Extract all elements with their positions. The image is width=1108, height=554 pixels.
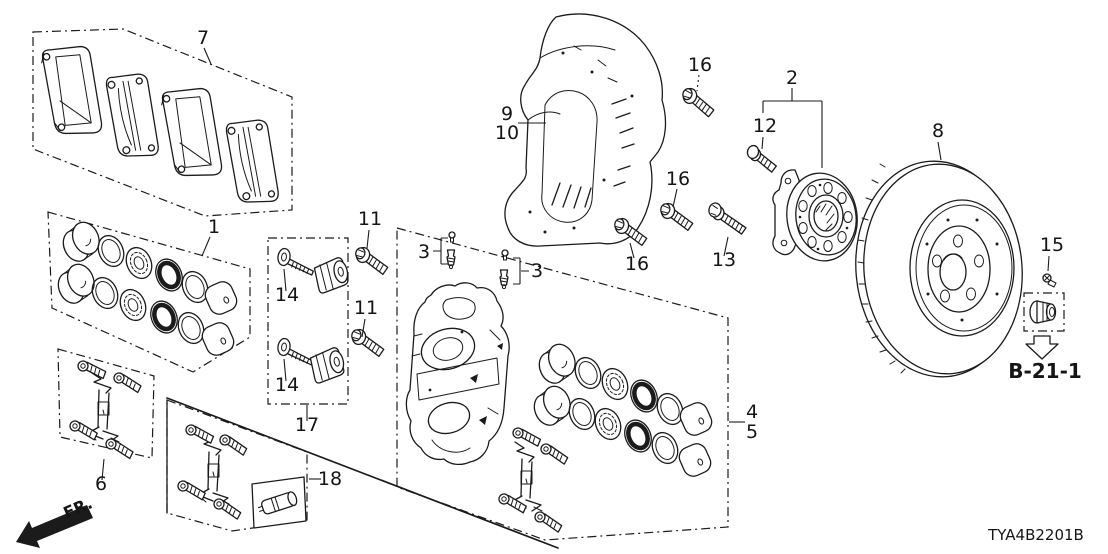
callout-3-a[interactable]: 3 (418, 241, 430, 263)
brake-disc (855, 160, 1023, 378)
spindle-screw (1042, 273, 1057, 288)
callout-7[interactable]: 7 (197, 27, 209, 49)
callout-16-c[interactable]: 16 (625, 253, 649, 275)
callout-2[interactable]: 2 (786, 67, 798, 89)
brake-pad-set (38, 40, 284, 209)
pad-set-box (32, 28, 293, 217)
guard-bolt-top (677, 85, 719, 119)
retainer-kit-a-box (57, 348, 155, 459)
bleeder-screw-a (446, 231, 456, 270)
bleeder-screw-b (499, 249, 509, 290)
callout-17[interactable]: 17 (295, 414, 319, 436)
callout-16-b[interactable]: 16 (666, 168, 690, 190)
callout-14-a[interactable]: 14 (275, 284, 299, 306)
caliper-bolt-b (347, 327, 388, 358)
block-down-arrow-icon (1025, 335, 1059, 360)
callout-10[interactable]: 10 (495, 122, 519, 144)
diagram-code: TYA4B2201B (987, 526, 1084, 544)
wheel-nut-box (1023, 292, 1065, 332)
splash-guard (504, 13, 667, 247)
guide-pin-kit (275, 247, 352, 385)
pad-retainer-kit-a (67, 360, 144, 460)
caliper-body (405, 282, 510, 466)
callout-15[interactable]: 15 (1040, 234, 1064, 256)
reference-link[interactable]: B-21-1 (1008, 359, 1082, 383)
callout-16-a[interactable]: 16 (688, 54, 712, 76)
callout-8[interactable]: 8 (932, 120, 944, 142)
callout-14-b[interactable]: 14 (275, 374, 299, 396)
callout-13[interactable]: 13 (712, 249, 736, 271)
callout-11-b[interactable]: 11 (354, 297, 378, 319)
callout-9[interactable]: 9 (501, 103, 513, 125)
pin-kit-box (267, 237, 349, 405)
hub-bearing-assembly (772, 169, 858, 262)
callout-1[interactable]: 1 (208, 216, 220, 238)
divider-line (166, 397, 559, 549)
caliper-bolt-a (351, 245, 392, 276)
pad-retainer-kit-b (175, 423, 250, 521)
spindle-stud (704, 201, 751, 236)
callout-3-b[interactable]: 3 (531, 260, 543, 282)
guard-bolt-mid (656, 201, 697, 232)
wheel-nut (1029, 300, 1057, 324)
callout-12[interactable]: 12 (753, 115, 777, 137)
leader-lines (101, 47, 1050, 481)
pad-retainer-caliper (496, 426, 571, 534)
callout-6[interactable]: 6 (95, 473, 107, 495)
callout-5[interactable]: 5 (746, 421, 758, 443)
fr-direction-arrow-icon: FR. (16, 493, 95, 548)
callout-18[interactable]: 18 (318, 468, 342, 490)
caliper-kit-box (396, 227, 729, 541)
callout-11-a[interactable]: 11 (358, 208, 382, 230)
callout-4[interactable]: 4 (746, 401, 758, 423)
